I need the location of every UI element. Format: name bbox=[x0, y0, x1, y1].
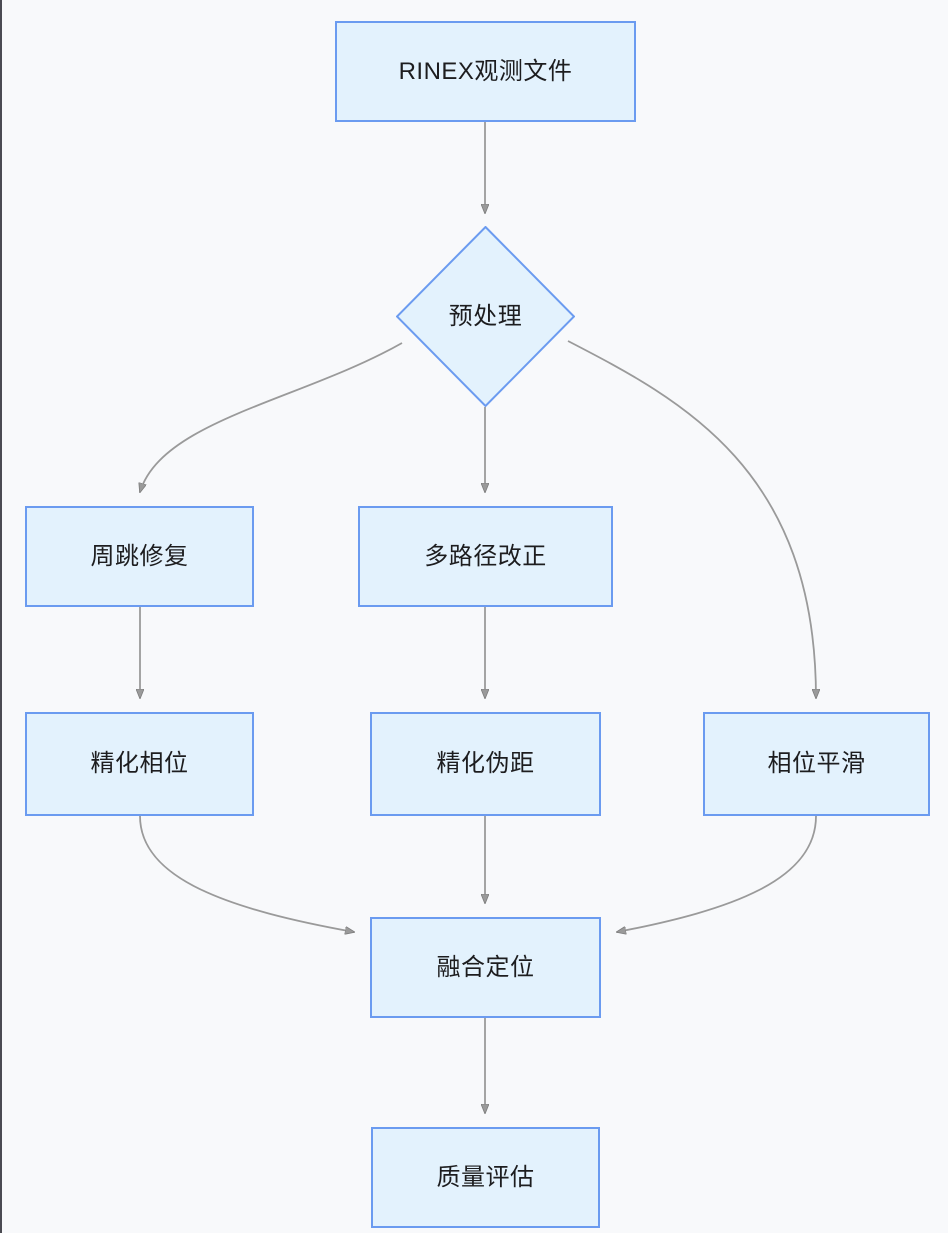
node-label: RINEX观测文件 bbox=[398, 57, 573, 85]
node-label: 精化伪距 bbox=[436, 750, 535, 777]
node-label: 融合定位 bbox=[436, 953, 535, 981]
node-fusion-positioning[interactable]: 融合定位 bbox=[370, 917, 601, 1018]
node-rinex-observation-file[interactable]: RINEX观测文件 bbox=[335, 21, 636, 122]
edge-refinephase-to-fusion bbox=[139, 815, 354, 932]
node-refined-phase[interactable]: 精化相位 bbox=[25, 712, 254, 816]
node-label: 周跳修复 bbox=[90, 542, 189, 570]
node-label: 精化相位 bbox=[90, 750, 189, 777]
node-label: 预处理 bbox=[448, 302, 523, 330]
node-refined-pseudorange[interactable]: 精化伪距 bbox=[370, 712, 601, 816]
node-multipath-correction[interactable]: 多路径改正 bbox=[358, 506, 613, 607]
edge-preprocess-to-cycleslip bbox=[140, 342, 403, 492]
diamond-shape bbox=[396, 226, 575, 407]
node-cycle-slip-repair[interactable]: 周跳修复 bbox=[25, 506, 254, 607]
node-preprocess[interactable]: 预处理 bbox=[396, 226, 575, 407]
node-quality-assessment[interactable]: 质量评估 bbox=[371, 1127, 600, 1228]
node-label: 质量评估 bbox=[436, 1163, 535, 1191]
node-label: 多路径改正 bbox=[424, 542, 547, 570]
edge-phasesmooth-to-fusion bbox=[617, 815, 817, 932]
node-phase-smoothing[interactable]: 相位平滑 bbox=[703, 712, 930, 816]
node-label: 相位平滑 bbox=[767, 750, 866, 777]
